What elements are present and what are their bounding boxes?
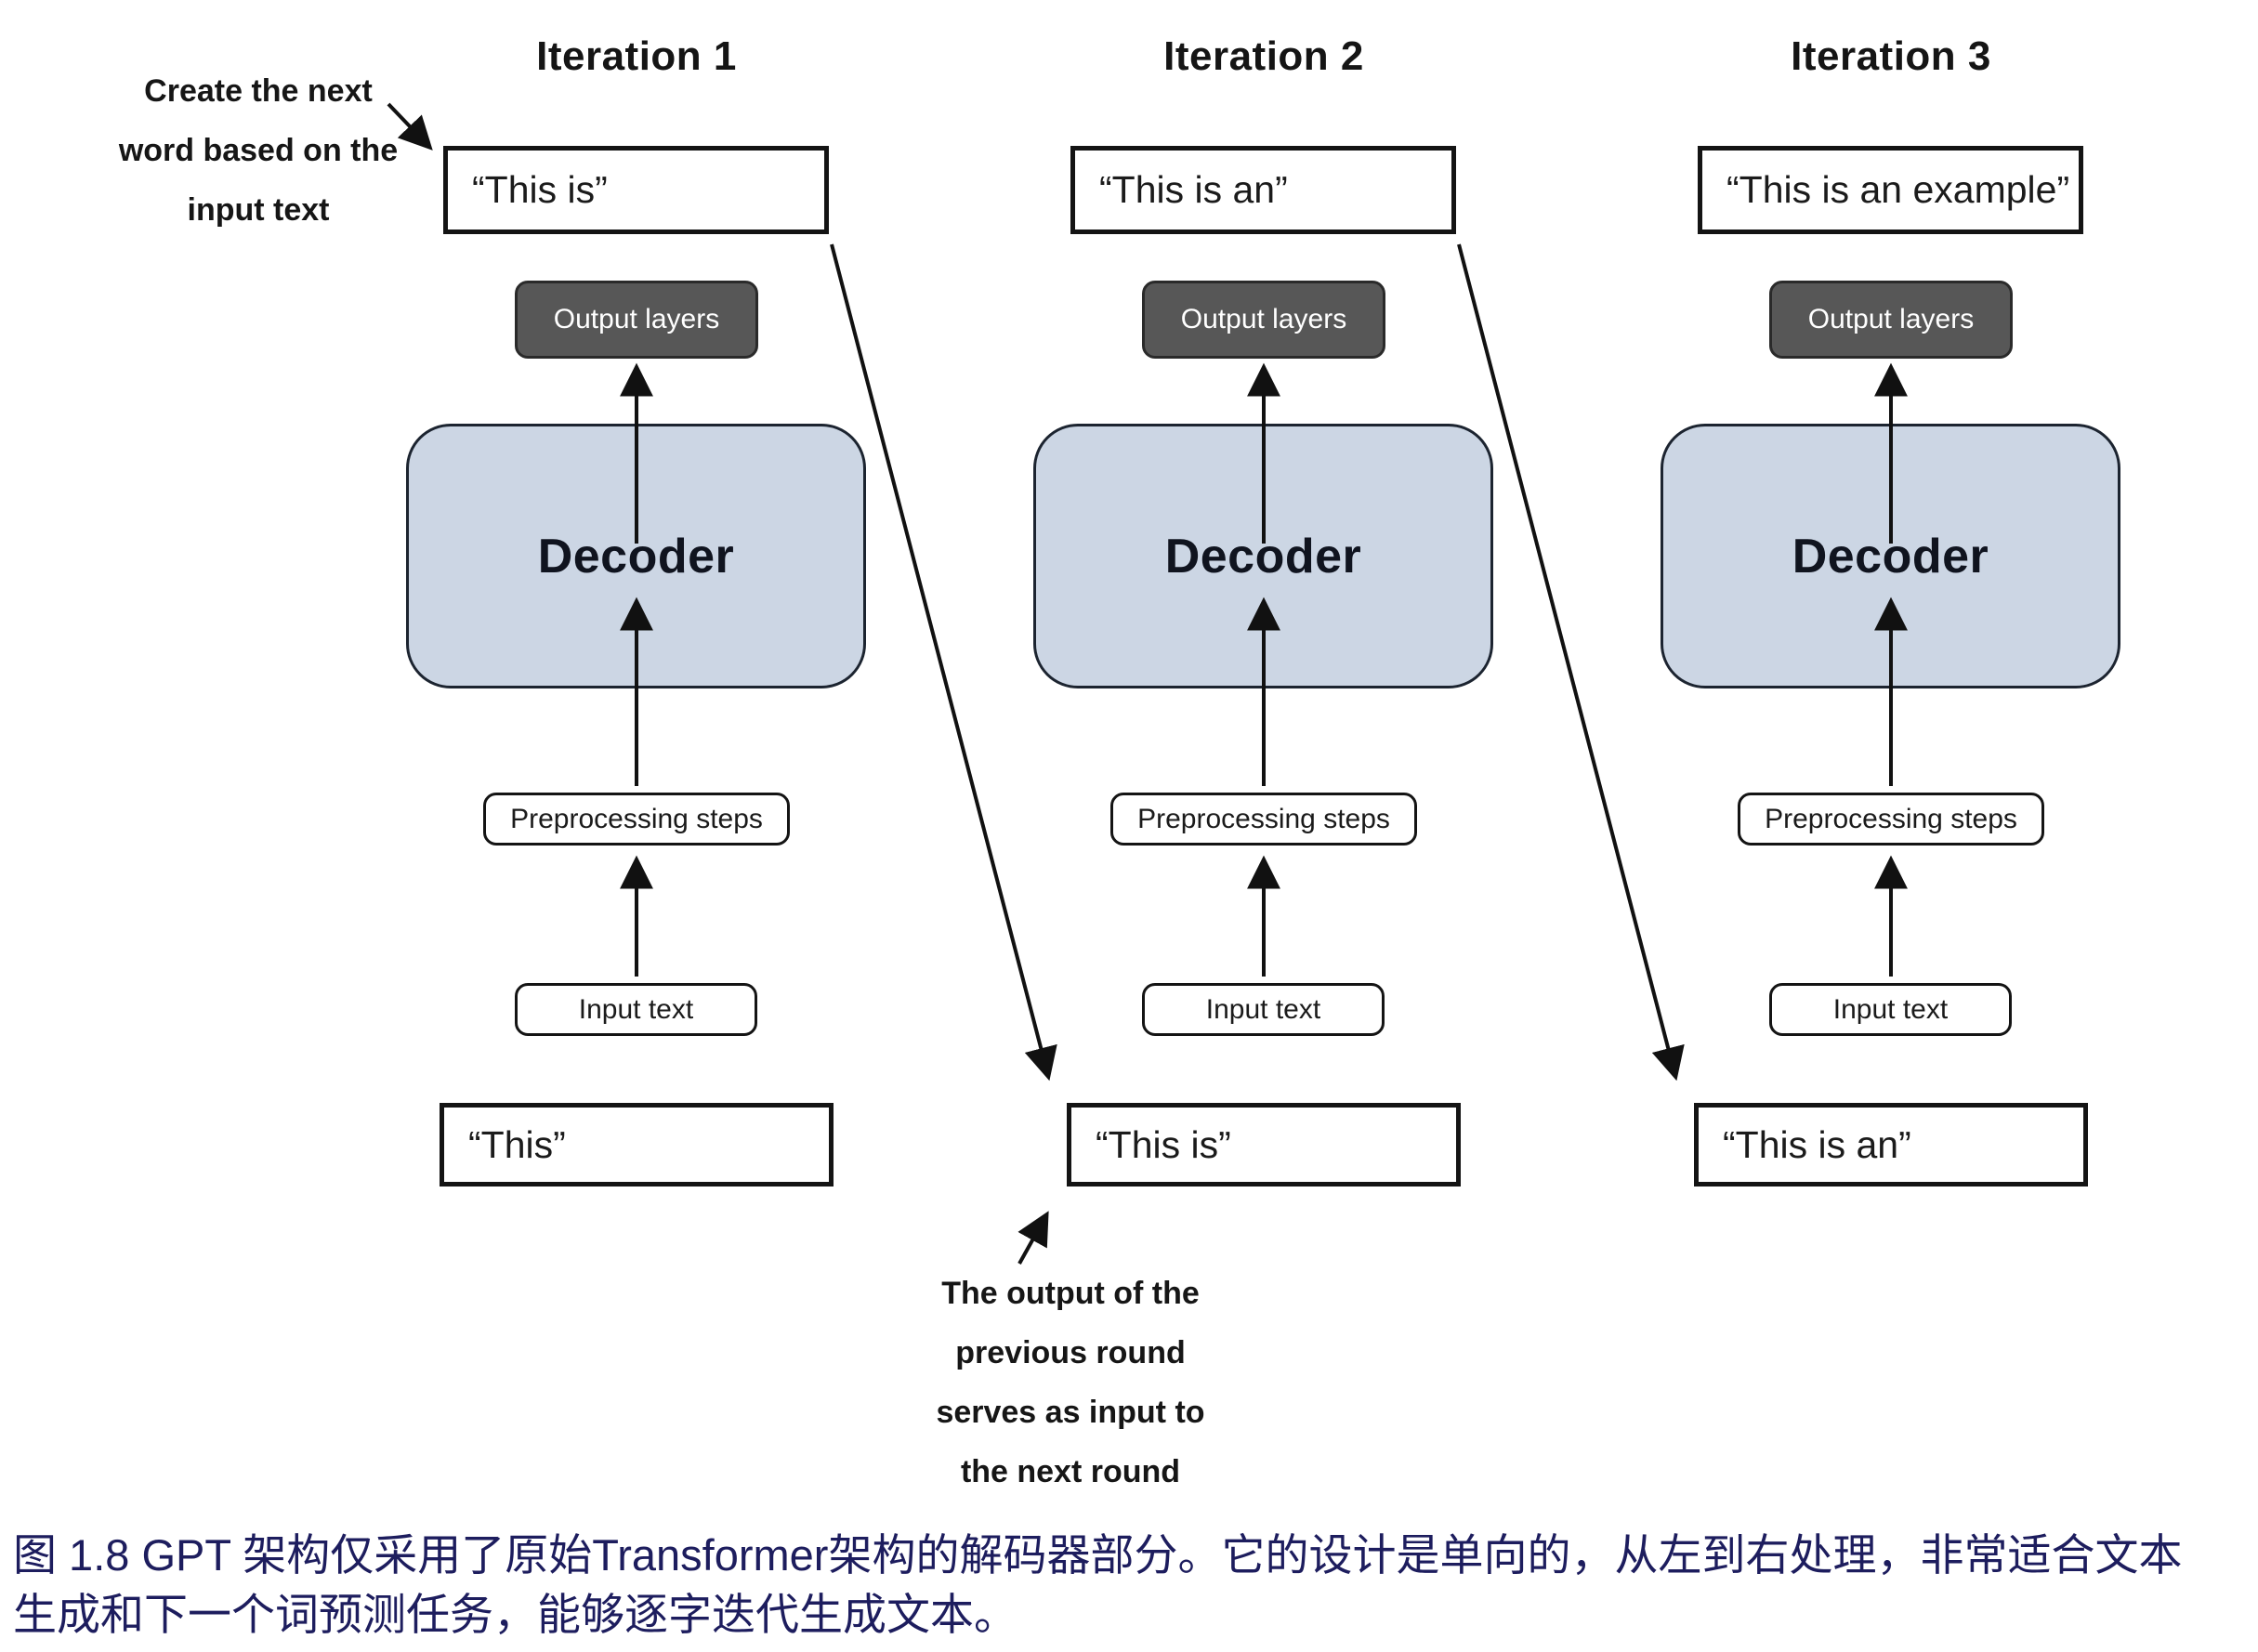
- input-string-box-2: “This is”: [1067, 1103, 1461, 1187]
- output-layers-box-3: Output layers: [1769, 281, 2013, 359]
- decoder-box-1: Decoder: [406, 424, 866, 688]
- bottom-annotation: The output of the previous round serves …: [829, 1264, 1312, 1501]
- preprocessing-box-2: Preprocessing steps: [1110, 793, 1417, 846]
- figure-caption: 图 1.8 GPT 架构仅采用了原始Transformer架构的解码器部分。它的…: [13, 1526, 2252, 1645]
- input-string-1: “This”: [468, 1122, 566, 1166]
- input-text-box-2: Input text: [1142, 983, 1385, 1036]
- annotation-line: The output of the: [941, 1276, 1200, 1311]
- input-text-box-1: Input text: [515, 983, 757, 1036]
- iteration-1-title: Iteration 1: [536, 33, 737, 79]
- preprocessing-box-1: Preprocessing steps: [483, 793, 790, 846]
- decoder-box-3: Decoder: [1661, 424, 2120, 688]
- input-string-box-3: “This is an”: [1694, 1103, 2088, 1187]
- iteration-3-title: Iteration 3: [1791, 33, 1991, 79]
- generated-text-1: “This is”: [472, 168, 608, 211]
- input-string-box-1: “This”: [440, 1103, 834, 1187]
- annotation-line: previous round: [955, 1335, 1186, 1370]
- top-left-annotation: Create the next word based on the input …: [54, 61, 463, 240]
- annotation-line: Create the next: [144, 73, 373, 109]
- generated-text-box-1: “This is”: [443, 146, 829, 234]
- arrow-bottom-annotation: [1017, 1211, 1049, 1265]
- decoder-box-2: Decoder: [1033, 424, 1493, 688]
- arrow-output2-to-input3: [1457, 243, 1685, 1082]
- input-text-box-3: Input text: [1769, 983, 2012, 1036]
- annotation-line: word based on the: [118, 133, 399, 168]
- output-layers-box-2: Output layers: [1142, 281, 1385, 359]
- caption-line-2: 生成和下一个词预测任务，能够逐字迭代生成文本。: [13, 1590, 1017, 1639]
- output-layers-box-1: Output layers: [515, 281, 758, 359]
- preprocessing-box-3: Preprocessing steps: [1738, 793, 2044, 846]
- annotation-line: input text: [187, 192, 330, 228]
- generated-text-2: “This is an”: [1099, 168, 1288, 211]
- generated-text-3: “This is an example”: [1726, 168, 2070, 211]
- arrow-output1-to-input2: [830, 243, 1057, 1082]
- iteration-2-title: Iteration 2: [1163, 33, 1364, 79]
- annotation-line: serves as input to: [936, 1395, 1205, 1430]
- input-string-3: “This is an”: [1723, 1122, 1911, 1166]
- caption-line-1: 图 1.8 GPT 架构仅采用了原始Transformer架构的解码器部分。它的…: [13, 1530, 2183, 1580]
- input-string-2: “This is”: [1096, 1122, 1231, 1166]
- annotation-line: the next round: [960, 1454, 1181, 1489]
- generated-text-box-2: “This is an”: [1070, 146, 1456, 234]
- generated-text-box-3: “This is an example”: [1698, 146, 2083, 234]
